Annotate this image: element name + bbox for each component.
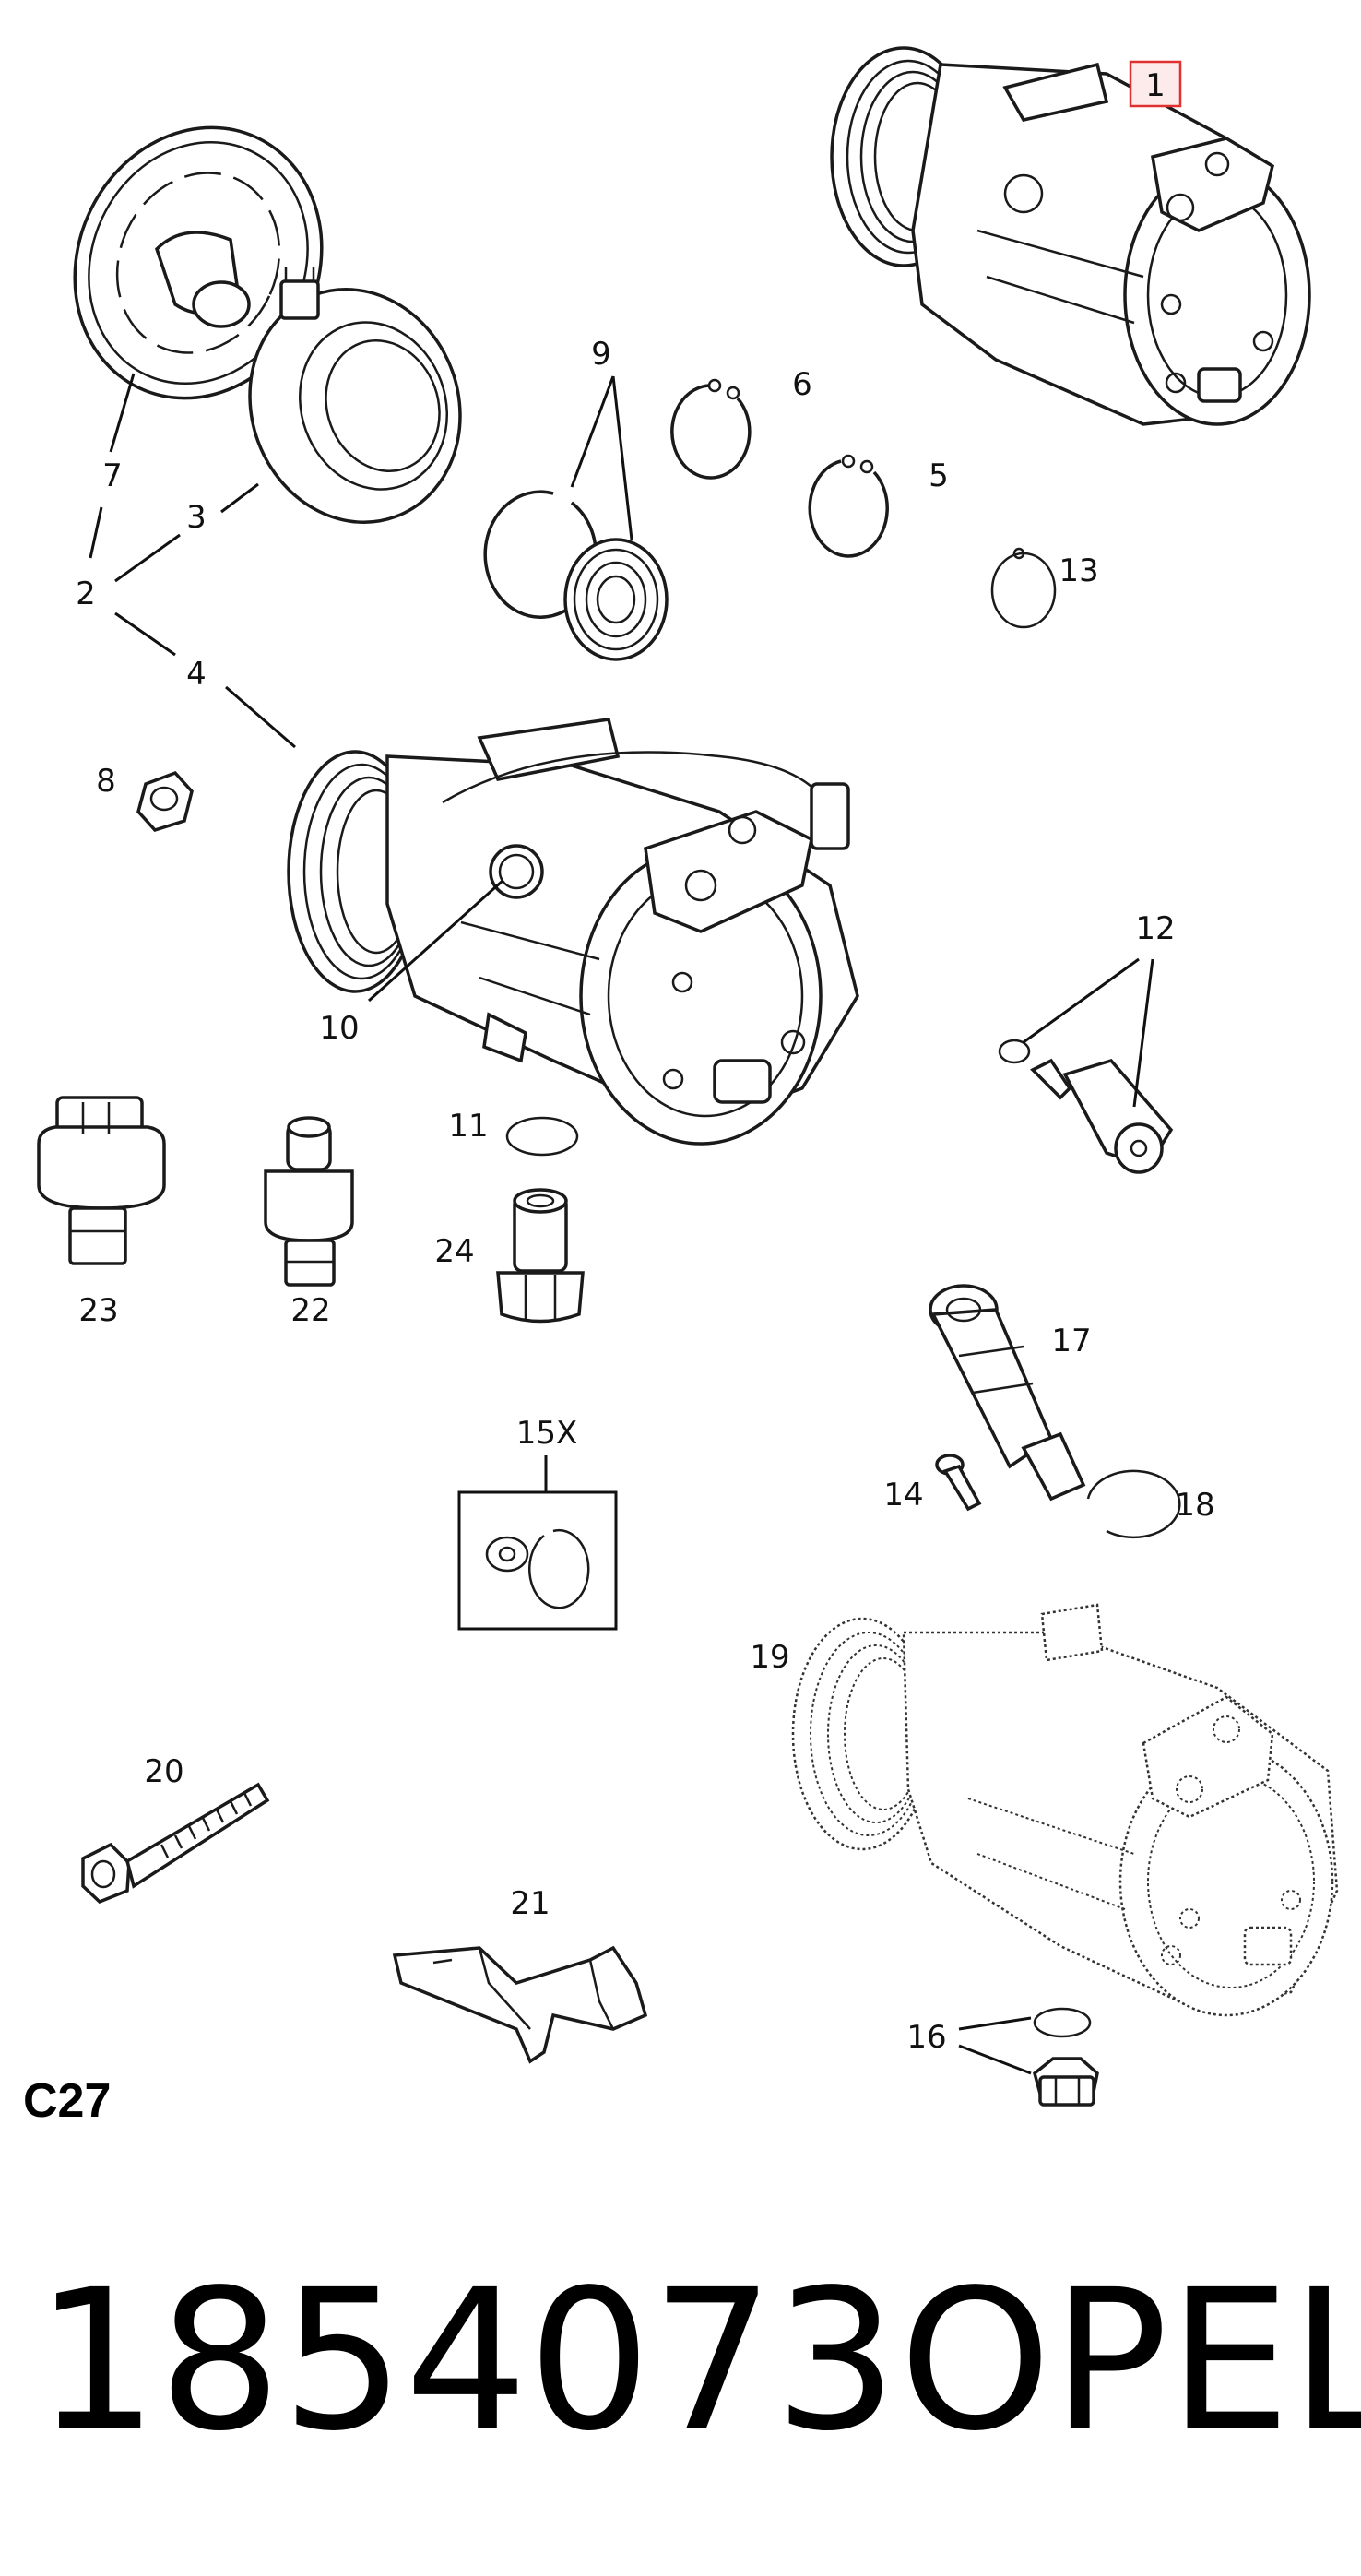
brand-name: OPEL — [899, 2248, 1361, 2474]
circlip-part-5 — [808, 454, 889, 558]
pressure-switch-part-22 — [264, 1116, 354, 1287]
label-part-21: 21 — [510, 1885, 550, 1922]
label-part-13: 13 — [1059, 552, 1098, 589]
label-part-4: 4 — [186, 656, 207, 693]
label-part-15x: 15X — [516, 1415, 578, 1452]
o-ring-part-11 — [505, 1116, 579, 1157]
label-part-19: 19 — [750, 1639, 789, 1676]
label-part-24: 24 — [434, 1233, 474, 1270]
nut-part-8 — [136, 770, 194, 833]
bolt-part-20 — [81, 1782, 270, 1905]
label-part-3: 3 — [186, 499, 207, 536]
leaders-2-3-4-7 — [89, 373, 296, 749]
circlip-part-6 — [670, 378, 752, 480]
label-part-1: 1 — [1145, 67, 1166, 104]
label-part-20: 20 — [144, 1753, 183, 1790]
pressure-switch-part-23 — [37, 1096, 166, 1265]
clutch-plate-part-7 — [73, 125, 324, 400]
label-part-5: 5 — [929, 457, 949, 494]
screw-part-14 — [935, 1454, 982, 1512]
label-part-14: 14 — [883, 1477, 923, 1514]
plug-and-o-ring-part-16 — [958, 2007, 1099, 2107]
control-valve-part-17 — [929, 1284, 1086, 1502]
fitting-part-24 — [496, 1188, 585, 1324]
label-part-12: 12 — [1135, 910, 1175, 947]
snap-ring-and-seal-part-9 — [483, 375, 669, 661]
label-part-8: 8 — [96, 763, 116, 800]
section-code: C27 — [23, 2074, 111, 2128]
label-part-2: 2 — [76, 576, 96, 612]
label-part-6: 6 — [792, 366, 812, 403]
leader-part-10 — [367, 879, 504, 1003]
label-part-22: 22 — [290, 1292, 330, 1329]
compressor-main-center — [287, 718, 859, 1146]
clutch-coil-part-3 — [248, 267, 462, 524]
label-part-7: 7 — [102, 457, 123, 494]
label-part-17: 17 — [1051, 1323, 1091, 1359]
valve-part-12 — [998, 957, 1174, 1174]
label-part-10: 10 — [319, 1010, 359, 1047]
compressor-ghost-part-19 — [791, 1603, 1339, 2017]
label-part-23: 23 — [78, 1292, 118, 1329]
part-1-highlight-box — [1129, 60, 1182, 108]
label-part-16: 16 — [906, 2019, 946, 2056]
label-part-11: 11 — [448, 1108, 488, 1145]
snap-ring-part-18 — [1086, 1469, 1181, 1539]
seal-kit-box-part-15x — [457, 1455, 618, 1631]
compressor-assembly-part-1 — [830, 46, 1311, 426]
label-part-9: 9 — [591, 336, 611, 373]
bracket-clip-part-21 — [392, 1945, 648, 2064]
label-part-18: 18 — [1175, 1487, 1214, 1524]
part-number: 1854073 — [35, 2248, 897, 2474]
ring-part-13 — [990, 547, 1057, 629]
